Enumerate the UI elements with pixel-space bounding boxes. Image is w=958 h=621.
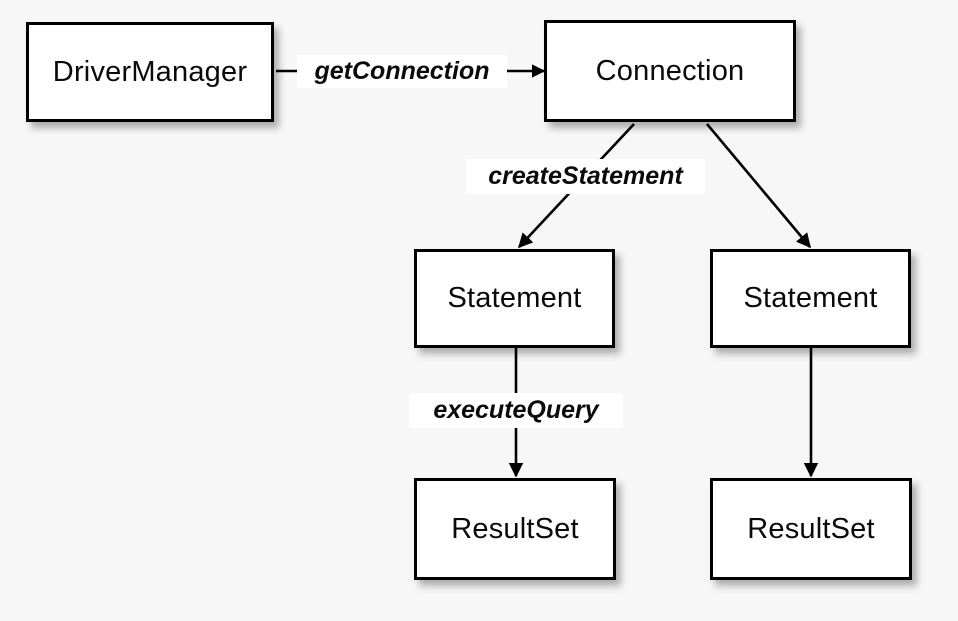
- node-resultset-left-label: ResultSet: [451, 512, 579, 545]
- node-resultset-right-label: ResultSet: [747, 512, 875, 545]
- edge-label-createstatement-text: createStatement: [488, 162, 683, 190]
- node-statement-left-label: Statement: [447, 282, 582, 314]
- node-statement-right[interactable]: Statement: [710, 249, 911, 348]
- edge-createstatement-2-line: [706, 123, 811, 249]
- edge-label-executequery: executeQuery: [409, 393, 623, 428]
- node-resultset-left[interactable]: ResultSet: [414, 478, 616, 580]
- node-connection[interactable]: Connection: [544, 20, 796, 122]
- node-statement-left[interactable]: Statement: [414, 249, 615, 348]
- node-resultset-right[interactable]: ResultSet: [710, 478, 912, 580]
- edge-label-getconnection-text: getConnection: [314, 57, 490, 85]
- edge-label-getconnection: getConnection: [297, 55, 507, 88]
- edge-label-createstatement: createStatement: [466, 159, 705, 194]
- edge-label-executequery-text: executeQuery: [433, 396, 599, 424]
- node-drivermanager-label: DriverManager: [52, 55, 248, 88]
- node-drivermanager[interactable]: DriverManager: [26, 22, 274, 122]
- node-statement-right-label: Statement: [743, 282, 878, 314]
- node-connection-label: Connection: [595, 54, 745, 87]
- edge-createstatement-2: [706, 123, 811, 249]
